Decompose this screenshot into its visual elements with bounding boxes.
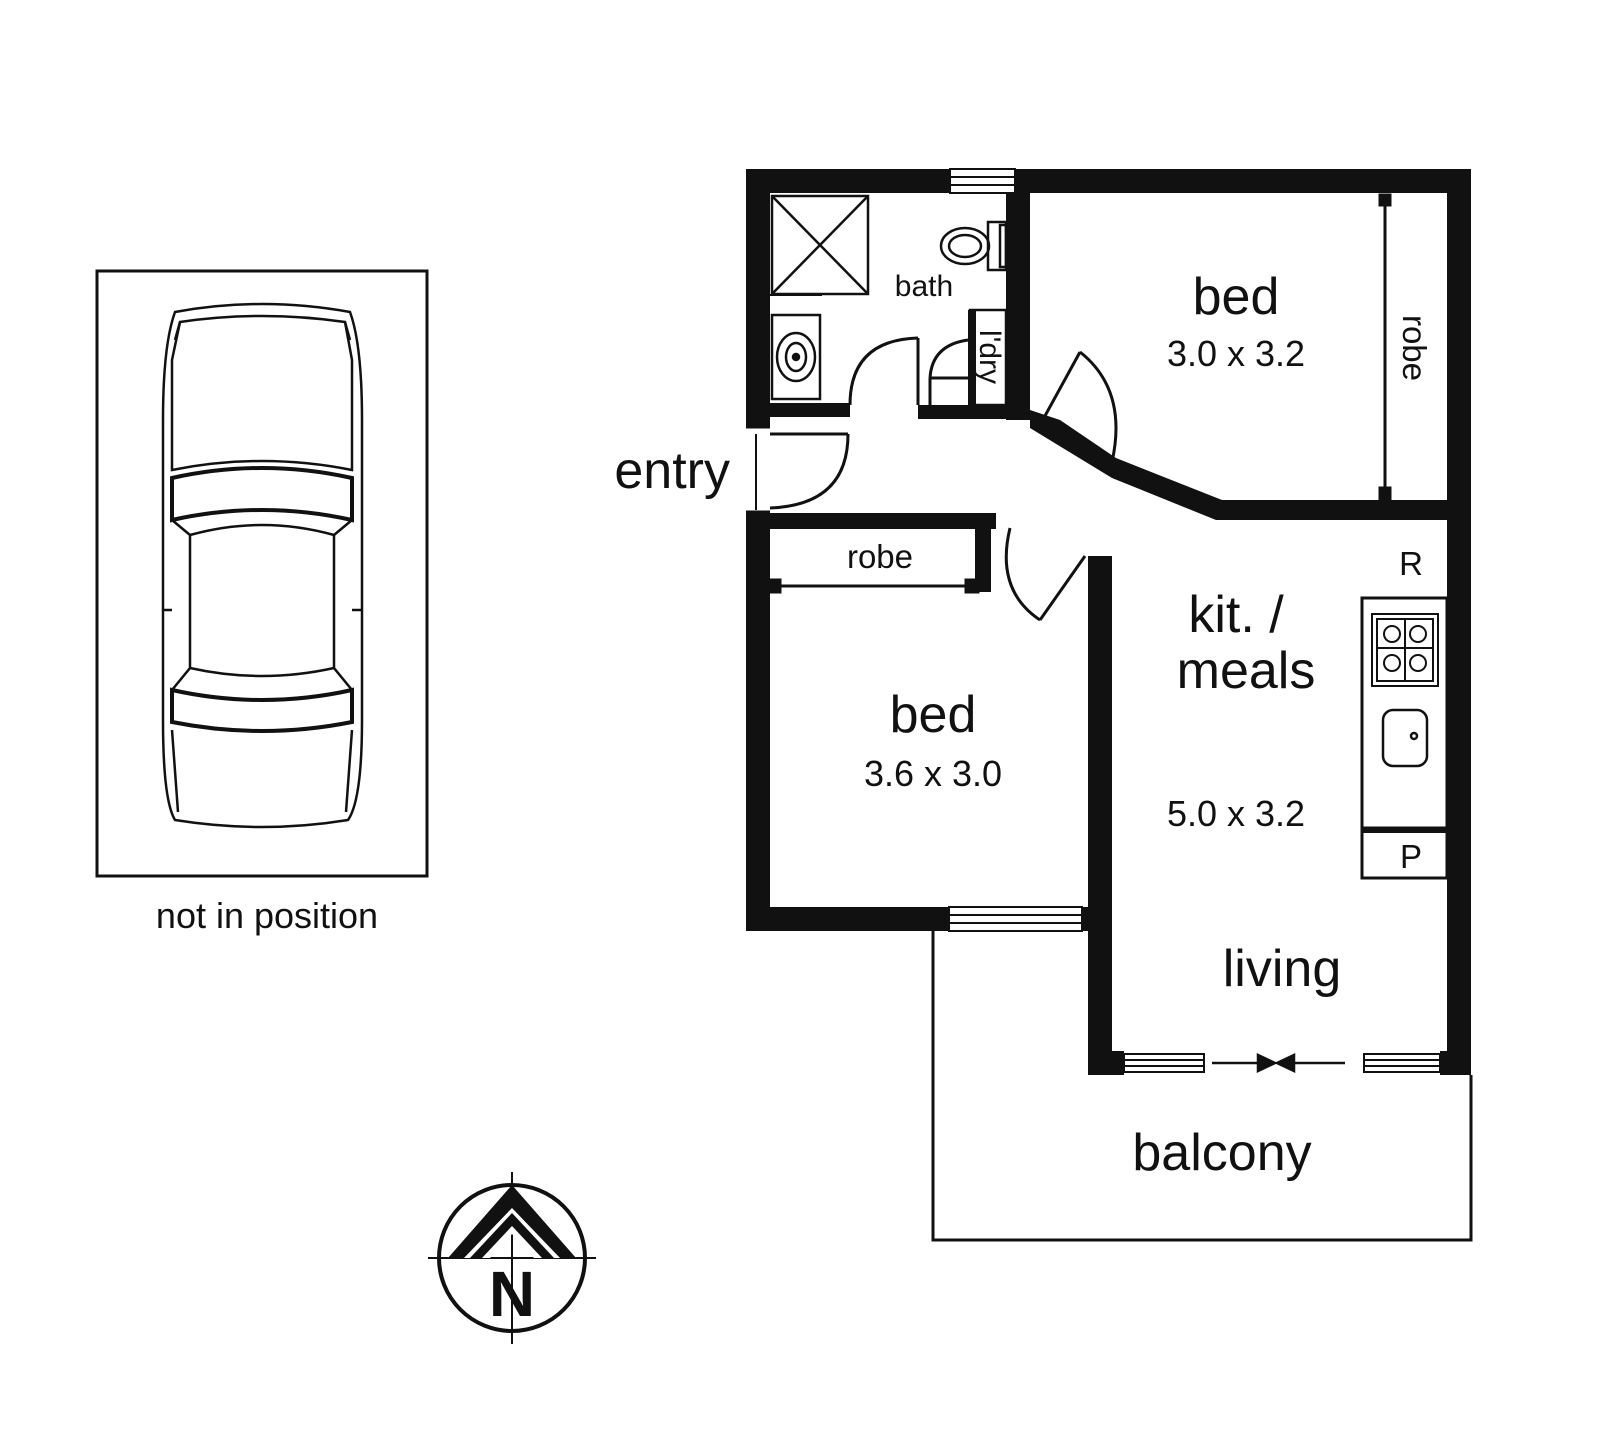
label-bath: bath [895, 270, 953, 303]
wall-living-south-right [1440, 1051, 1471, 1075]
wall-bath-south-left [746, 403, 850, 417]
sink-icon [1381, 708, 1429, 768]
wall-laundry-west [968, 310, 976, 410]
label-bed1-size: 3.0 x 3.2 [1167, 333, 1305, 374]
wall-bed1-south [1030, 410, 1471, 520]
label-fridge: R [1399, 545, 1423, 582]
door-bed1 [1038, 350, 1118, 463]
label-kitchen-line2: meals [1177, 642, 1316, 700]
compass-icon [428, 1172, 596, 1344]
windows [948, 168, 1441, 1073]
balcony-outline [931, 931, 1473, 1242]
sliding-door-right [1363, 1053, 1441, 1073]
wall-bed2-bottom [746, 907, 949, 931]
wall-living-west [1088, 556, 1112, 1075]
window-bed2 [948, 906, 1083, 932]
label-entry: entry [614, 442, 730, 500]
toilet-icon [939, 220, 1008, 272]
pantry-shelf-line [1362, 828, 1447, 833]
sliding-arrows [1212, 1053, 1345, 1073]
label-robe1: robe [1396, 315, 1433, 381]
carport-outline [95, 269, 429, 878]
label-balcony: balcony [1132, 1124, 1311, 1182]
carport: not in position [95, 269, 429, 936]
wall-living-south-left [1088, 1051, 1124, 1075]
wall-top-left [746, 169, 950, 193]
door-bed2 [1004, 527, 1087, 622]
label-pantry: P [1400, 838, 1422, 875]
wall-left-lower [746, 513, 770, 931]
wall-bed2-top [746, 513, 996, 529]
wall-bath-east [1006, 193, 1030, 420]
car-icon [161, 302, 364, 829]
label-kitchen-line1: kit. / [1188, 586, 1284, 644]
label-robe2: robe [847, 538, 913, 575]
doors [746, 336, 1118, 622]
label-bed1: bed [1193, 268, 1280, 326]
walls [746, 169, 1471, 1075]
door-bath [848, 336, 920, 406]
sliding-door-left [1123, 1053, 1205, 1073]
window-bath [949, 168, 1016, 194]
wall-right [1447, 169, 1471, 1075]
wall-bath-south-right [918, 405, 1030, 419]
label-bed2-size: 3.6 x 3.0 [864, 753, 1002, 794]
wall-left-upper [746, 169, 770, 427]
cooktop-icon [1371, 613, 1439, 687]
bath-shower-sep [770, 294, 822, 296]
shower-icon [770, 194, 870, 296]
label-bed2: bed [890, 686, 977, 744]
door-entry [746, 425, 850, 514]
label-living: living [1223, 940, 1342, 998]
label-laundry: l'dry [973, 330, 1006, 384]
label-kitchen-size: 5.0 x 3.2 [1167, 793, 1305, 834]
wall-top-right [1015, 169, 1471, 193]
robe1-partition [1378, 193, 1392, 502]
compass-letter: N [489, 1258, 535, 1330]
basin-icon [770, 313, 822, 401]
wall-robe2-east [975, 527, 991, 592]
door-laundry [928, 338, 969, 405]
carport-note: not in position [156, 895, 378, 936]
robe2-partition [768, 578, 980, 594]
